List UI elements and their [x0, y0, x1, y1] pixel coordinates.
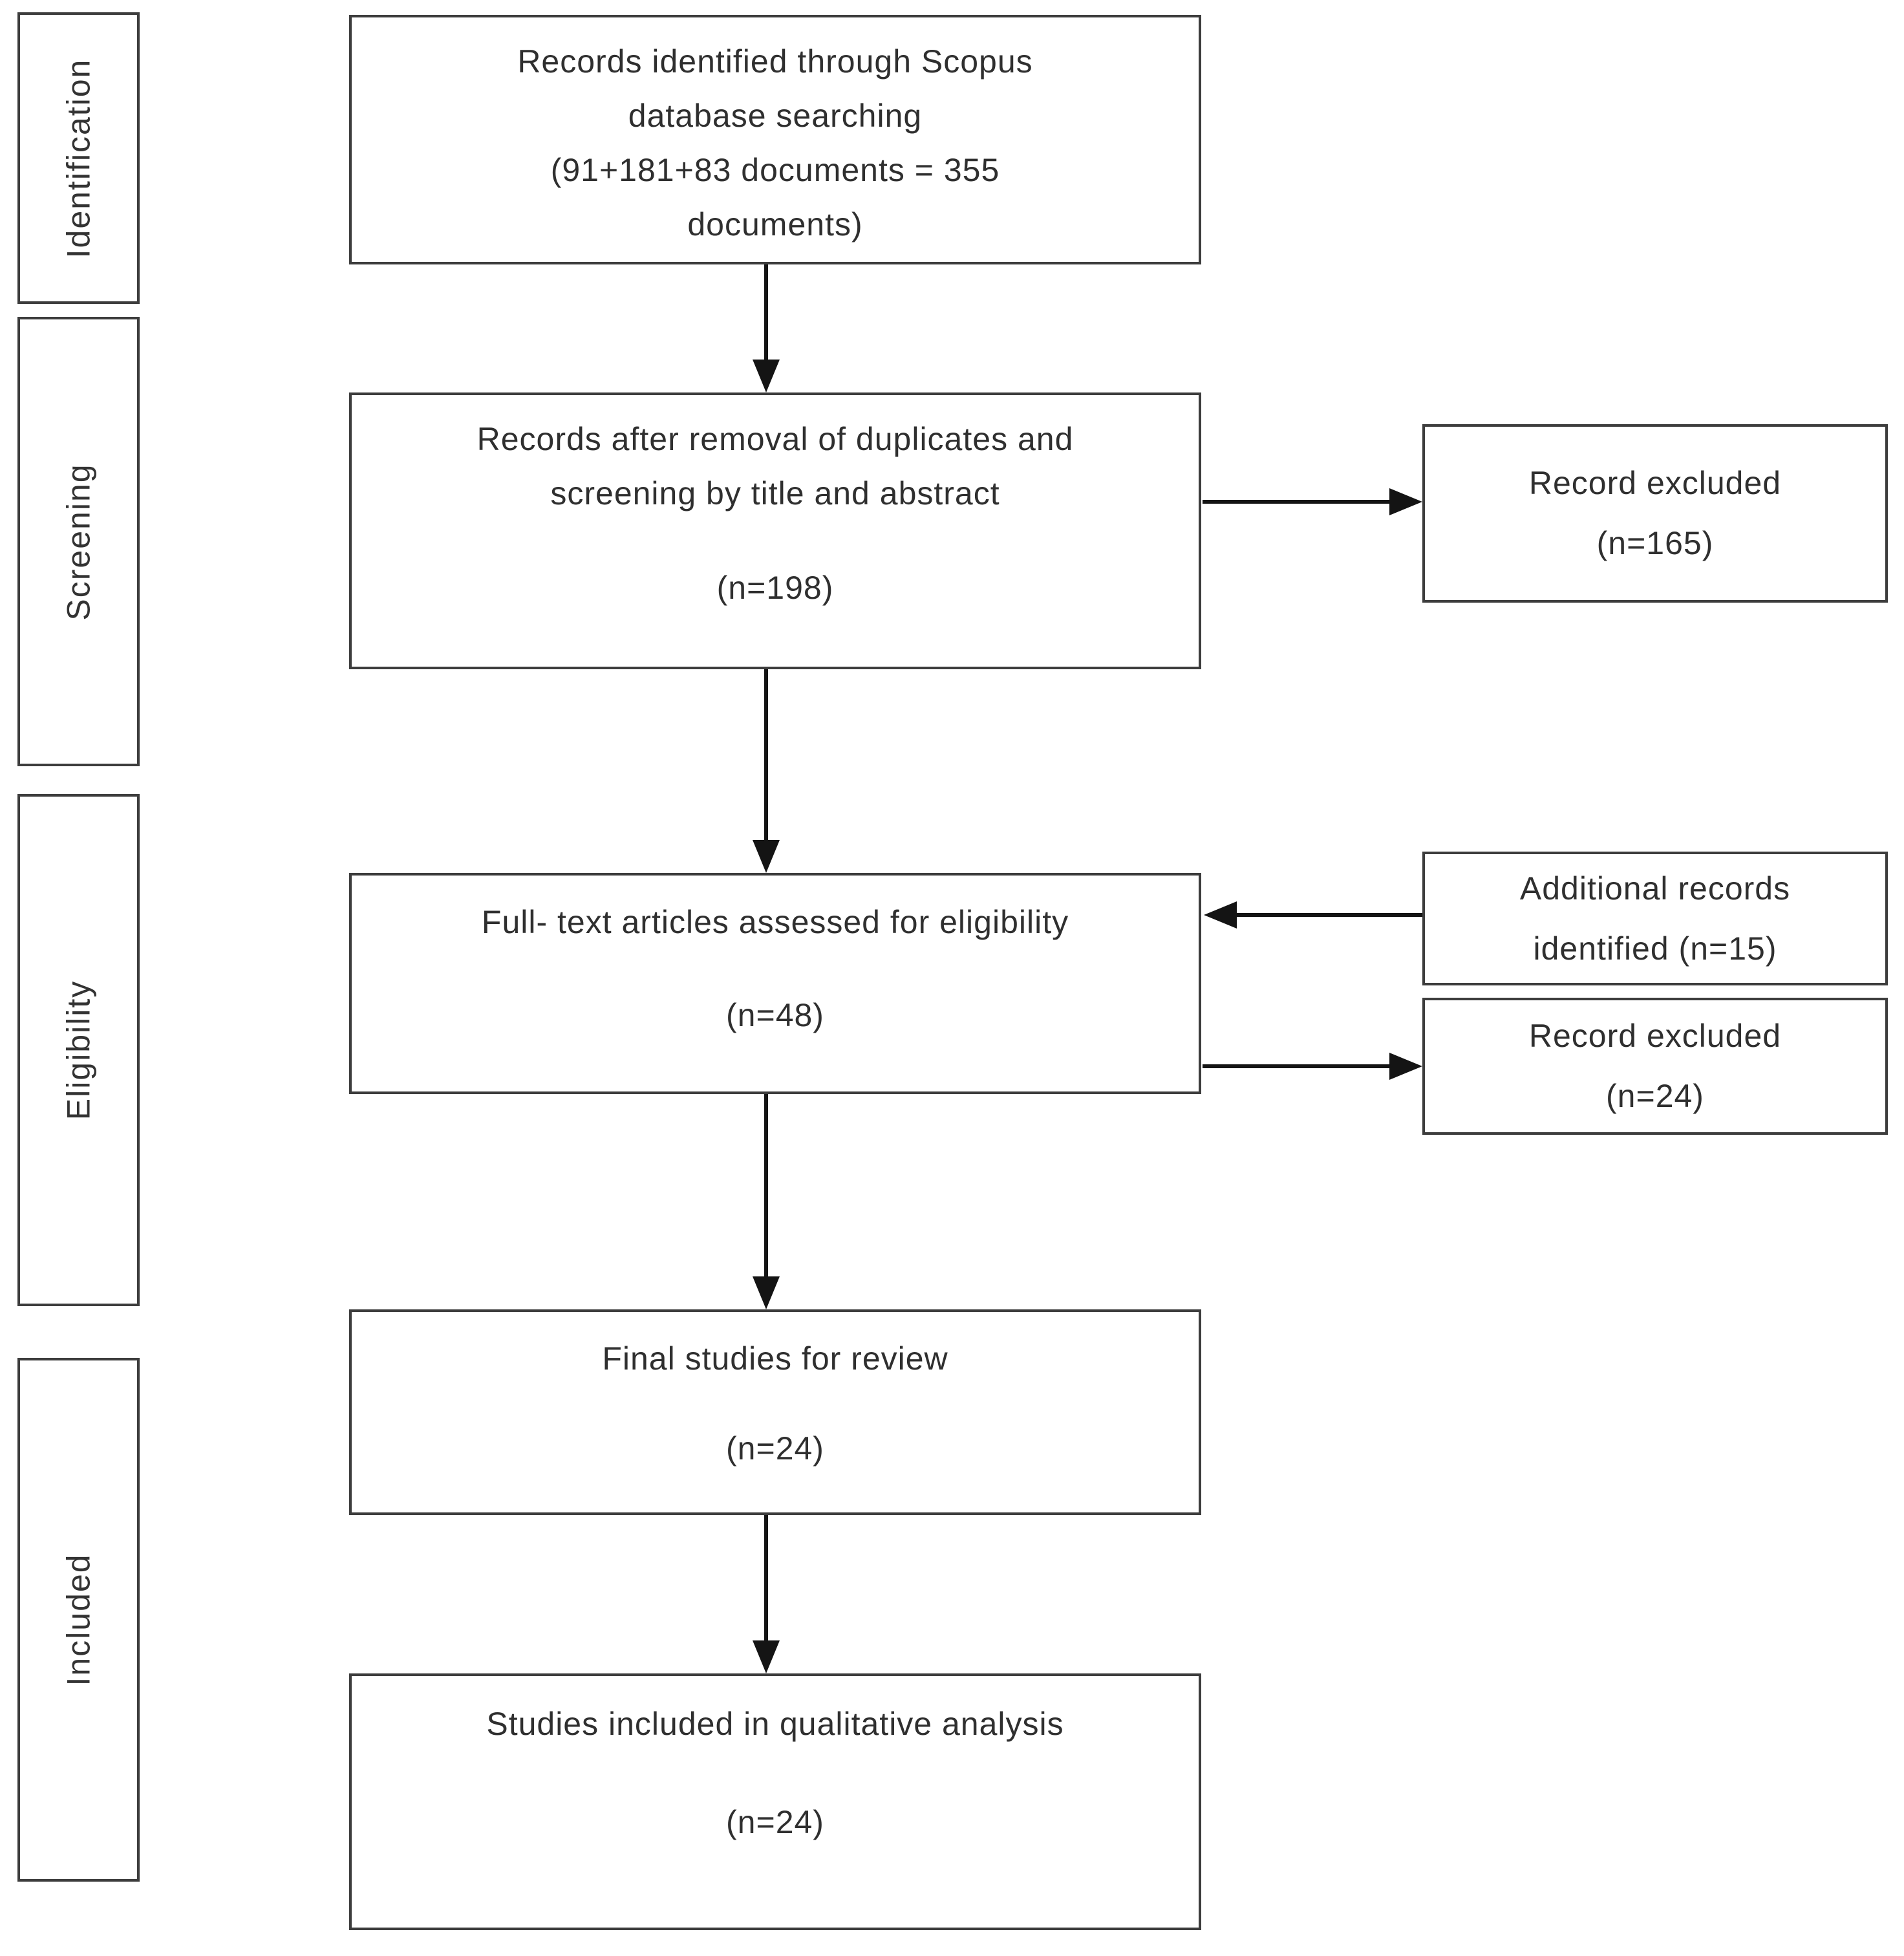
- flow-box-fulltext-assessed: Full- text articles assessed for eligibi…: [349, 873, 1201, 1094]
- arrowhead-down-icon: [753, 840, 780, 873]
- flow-box-text: (91+181+83 documents = 355: [550, 152, 1000, 188]
- stage-label-eligibility: Eligibility: [60, 980, 97, 1121]
- arrowhead-down-icon: [753, 1276, 780, 1309]
- flow-box-text: Studies included in qualitative analysis: [486, 1706, 1064, 1742]
- arrow-identified-to-screened: [753, 264, 780, 392]
- arrow-final-to-included: [753, 1515, 780, 1673]
- arrowhead-right-icon: [1389, 488, 1422, 515]
- arrow-fulltext-to-final: [753, 1094, 780, 1309]
- arrow-screened-to-fulltext: [753, 669, 780, 873]
- stage-label-included: Included: [60, 1553, 97, 1686]
- stage-box-screening: Screening: [17, 317, 140, 766]
- side-box-count: identified (n=15): [1533, 930, 1777, 967]
- side-box-text: Additional records: [1519, 870, 1791, 907]
- flow-box-text: Records after removal of duplicates and: [476, 421, 1074, 457]
- side-box-text: Record excluded: [1528, 465, 1782, 501]
- flow-box-count: (n=24): [726, 1804, 824, 1840]
- stage-box-eligibility: Eligibility: [17, 794, 140, 1306]
- flow-box-count: (n=48): [726, 997, 824, 1033]
- stage-box-identification: Identification: [17, 12, 140, 304]
- arrowhead-down-icon: [753, 1640, 780, 1673]
- flow-box-text: Records identified through Scopus: [517, 43, 1033, 80]
- flow-box-text: database searching: [628, 98, 923, 134]
- side-box-count: (n=24): [1606, 1078, 1704, 1114]
- flow-box-text: documents): [687, 206, 863, 242]
- side-box-additional-records: Additional records identified (n=15): [1422, 852, 1888, 985]
- arrow-screened-to-excluded: [1203, 488, 1422, 515]
- flow-box-final-studies: Final studies for review (n=24): [349, 1309, 1201, 1515]
- flow-box-text: Final studies for review: [602, 1340, 948, 1377]
- flow-box-text: screening by title and abstract: [550, 475, 1000, 511]
- flow-box-count: (n=198): [716, 570, 834, 606]
- arrow-fulltext-to-excluded: [1203, 1053, 1422, 1080]
- flow-box-records-identified: Records identified through Scopus databa…: [349, 15, 1201, 264]
- flow-box-count: (n=24): [726, 1430, 824, 1467]
- stage-label-identification: Identification: [60, 58, 97, 258]
- arrow-additional-to-fulltext: [1204, 901, 1422, 929]
- side-box-text: Record excluded: [1528, 1018, 1782, 1054]
- side-box-count: (n=165): [1596, 525, 1714, 561]
- arrowhead-right-icon: [1389, 1053, 1422, 1080]
- side-box-record-excluded-165: Record excluded (n=165): [1422, 424, 1888, 603]
- flow-box-studies-included: Studies included in qualitative analysis…: [349, 1673, 1201, 1930]
- stage-box-included: Included: [17, 1358, 140, 1882]
- arrowhead-down-icon: [753, 360, 780, 392]
- flow-box-text: Full- text articles assessed for eligibi…: [481, 904, 1069, 940]
- flow-box-records-screened: Records after removal of duplicates and …: [349, 392, 1201, 669]
- stage-label-screening: Screening: [60, 462, 97, 621]
- side-box-record-excluded-24: Record excluded (n=24): [1422, 998, 1888, 1135]
- arrowhead-left-icon: [1204, 901, 1237, 929]
